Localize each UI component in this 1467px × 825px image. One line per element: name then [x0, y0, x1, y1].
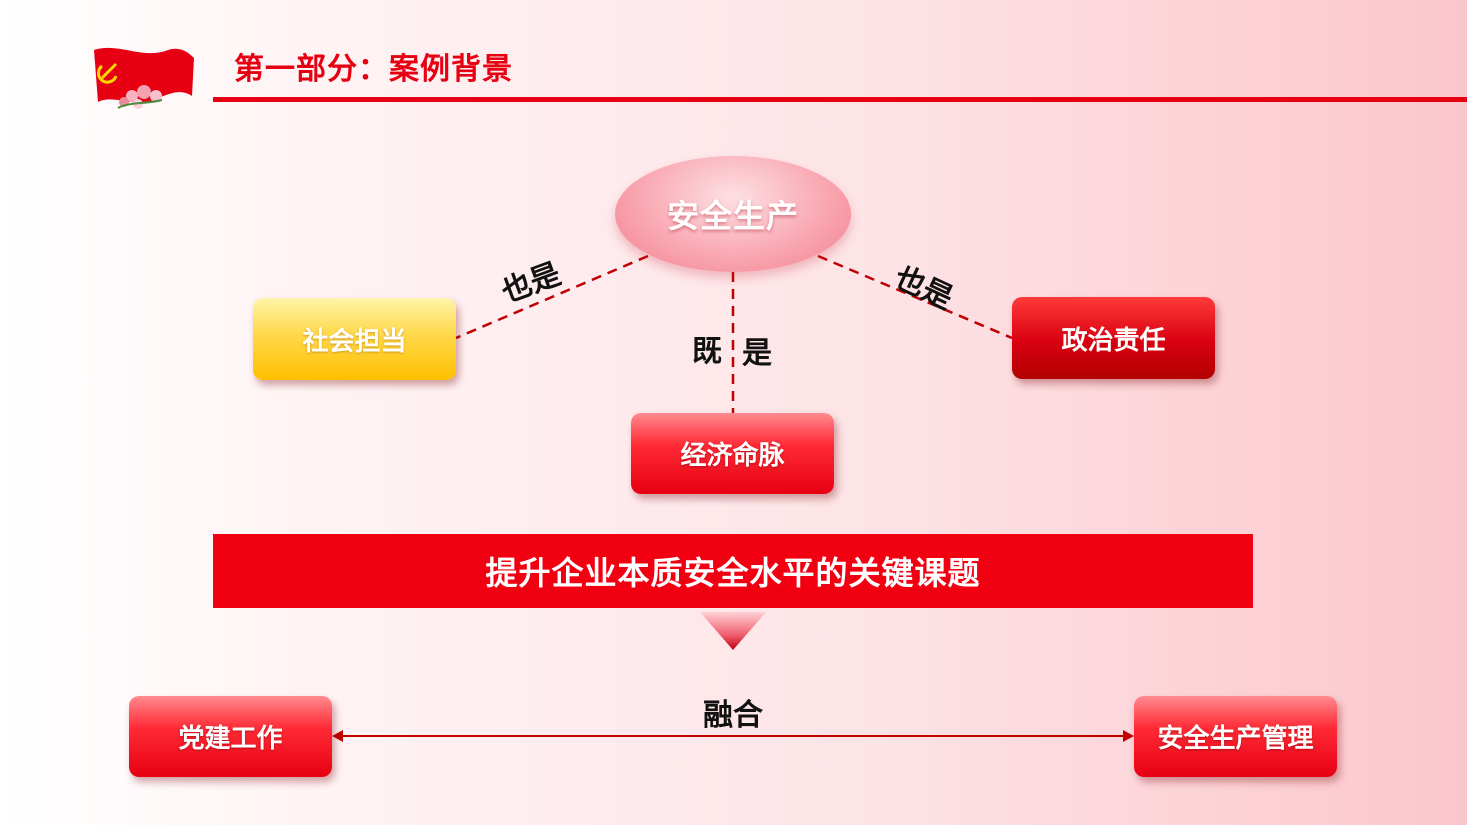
- social-responsibility-box: 社会担当: [253, 298, 456, 380]
- arrow-down-icon: [700, 612, 766, 652]
- key-topic-text: 提升企业本质安全水平的关键课题: [485, 554, 981, 592]
- key-topic-banner: 提升企业本质安全水平的关键课题: [213, 534, 1253, 608]
- party-building-box: 党建工作: [129, 696, 332, 777]
- safety-management-box: 安全生产管理: [1134, 696, 1337, 777]
- center-node: 安全生产: [615, 156, 851, 272]
- political-responsibility-box: 政治责任: [1012, 297, 1215, 379]
- economic-lifeline-box: 经济命脉: [631, 413, 834, 494]
- double-arrow-icon: [332, 730, 1134, 742]
- mid-edge-label-a: 既: [692, 334, 722, 369]
- merge-label: 融合: [703, 698, 763, 733]
- center-node-label: 安全生产: [666, 197, 799, 235]
- header-divider: [213, 97, 1467, 102]
- party-flag-icon: [88, 42, 198, 114]
- mid-edge-label-b: 是: [742, 336, 772, 371]
- page-title: 第一部分：案例背景: [234, 52, 513, 87]
